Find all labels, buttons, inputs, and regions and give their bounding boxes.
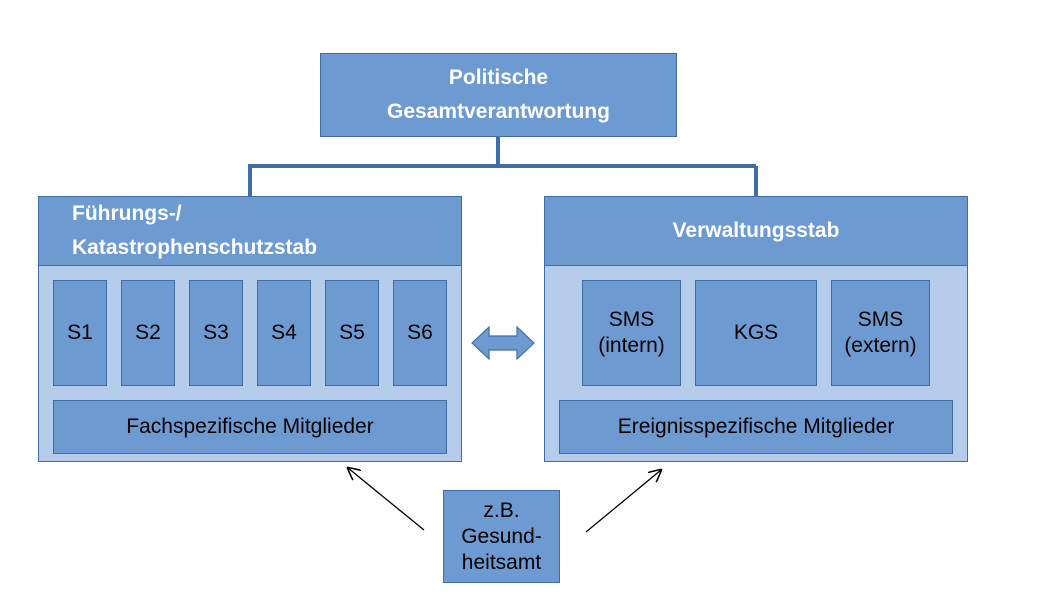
- section-box-s4: S4: [257, 280, 311, 386]
- section-label: S4: [271, 321, 297, 344]
- section-box-s5: S5: [325, 280, 379, 386]
- left-stab-header: Führungs-/ Katastrophenschutzstab: [38, 196, 462, 266]
- right-stab-title: Verwaltungsstab: [672, 219, 840, 242]
- right-members-box: Ereignisspezifische Mitglieder: [559, 400, 953, 454]
- left-stab-title: Führungs-/ Katastrophenschutzstab: [72, 202, 318, 259]
- political-responsibility-label: Politische Gesamtverantwortung: [387, 66, 610, 123]
- unit-label: SMS (intern): [598, 308, 665, 357]
- unit-box-kgs: KGS: [695, 280, 817, 386]
- section-box-s2: S2: [121, 280, 175, 386]
- section-label: S5: [339, 321, 365, 344]
- section-box-s1: S1: [53, 280, 107, 386]
- right-members-label: Ereignisspezifische Mitglieder: [617, 415, 895, 438]
- right-stab-header: Verwaltungsstab: [544, 196, 968, 266]
- section-label: S1: [67, 321, 93, 344]
- arrow-to-left-stab: [348, 468, 425, 531]
- political-responsibility-box: Politische Gesamtverantwortung: [320, 53, 677, 137]
- section-label: S3: [203, 321, 229, 344]
- example-agency-box: z.B. Gesund- heitsamt: [443, 490, 560, 583]
- unit-box-sms-intern: SMS (intern): [582, 280, 681, 386]
- section-box-s6: S6: [393, 280, 447, 386]
- section-label: S6: [407, 321, 433, 344]
- unit-label: KGS: [733, 321, 779, 344]
- org-connector: [248, 136, 758, 196]
- bidirectional-arrow: [471, 325, 535, 361]
- example-agency-label: z.B. Gesund- heitsamt: [461, 498, 542, 574]
- section-label: S2: [135, 321, 161, 344]
- left-members-label: Fachspezifische Mitglieder: [126, 415, 374, 438]
- arrow-to-right-stab: [585, 470, 661, 533]
- unit-label: SMS (extern): [844, 308, 917, 357]
- unit-box-sms-extern: SMS (extern): [831, 280, 930, 386]
- left-members-box: Fachspezifische Mitglieder: [53, 400, 447, 454]
- section-box-s3: S3: [189, 280, 243, 386]
